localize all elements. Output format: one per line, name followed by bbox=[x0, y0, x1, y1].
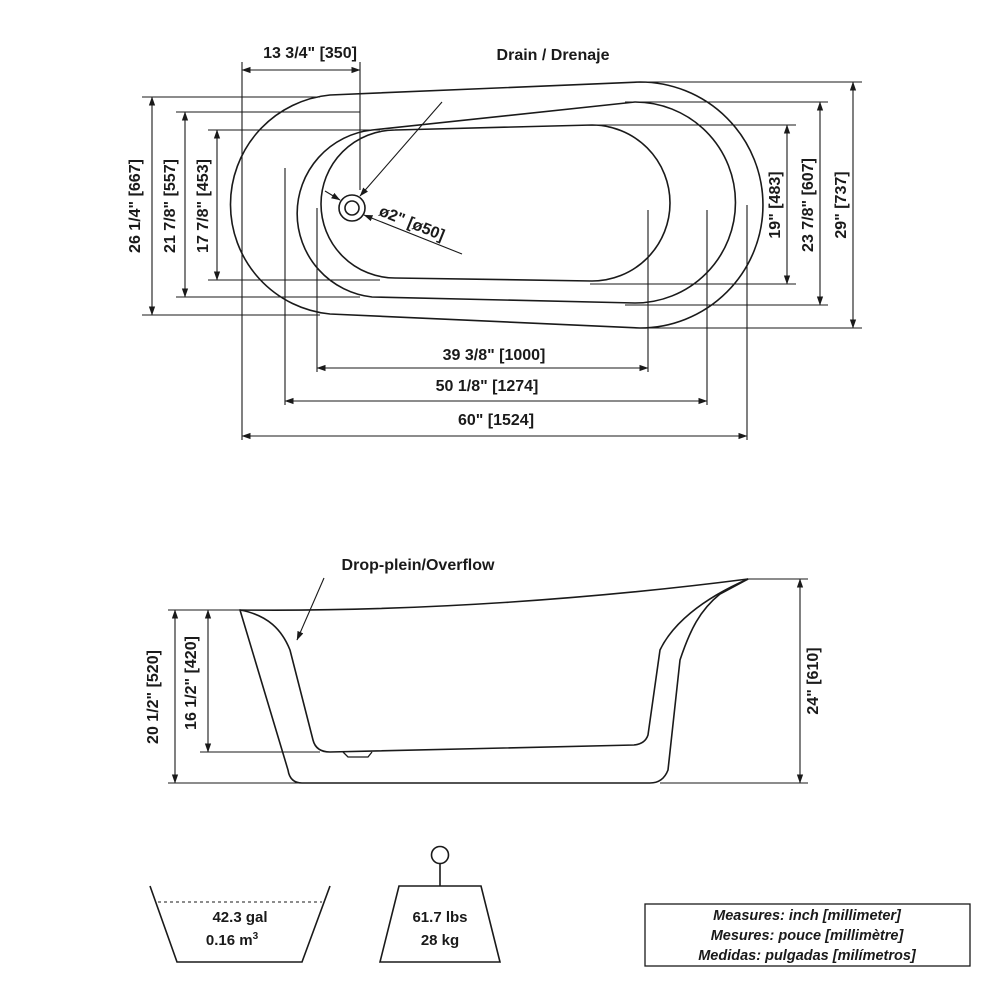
top-view: 13 3/4" [350] Drain / Drenaje ø2" [ø50] … bbox=[127, 45, 862, 440]
inner-basin-outline bbox=[320, 124, 671, 282]
legend-line-en: Measures: inch [millimeter] bbox=[713, 908, 902, 924]
height-total-label: 24" [610] bbox=[805, 647, 822, 714]
capacity-m3-label: 0.16 m3 bbox=[206, 931, 259, 949]
units-legend: Measures: inch [millimeter] Mesures: pou… bbox=[644, 903, 971, 967]
capacity-gal-label: 42.3 gal bbox=[212, 909, 267, 926]
side-inner-profile bbox=[239, 578, 749, 753]
width-outer-label: 29" [737] bbox=[833, 171, 850, 238]
length-inner-label: 39 3/8" [1000] bbox=[443, 347, 546, 364]
side-view: Drop-plein/Overflow 20 1/2" [520] 16 1/2… bbox=[145, 557, 822, 784]
overflow-label: Drop-plein/Overflow bbox=[342, 557, 495, 574]
length-outer-label: 60" [1524] bbox=[458, 412, 534, 429]
height-low-end-label: 20 1/2" [520] bbox=[145, 650, 162, 744]
drain-leader bbox=[359, 101, 443, 197]
legend-line-es: Medidas: pulgadas [milímetros] bbox=[698, 948, 917, 964]
drain-icon bbox=[338, 194, 366, 222]
height-inner-label: 17 7/8" [453] bbox=[195, 159, 212, 253]
drain-dia-arrow-in bbox=[324, 190, 341, 201]
weight-icon: 61.7 lbs 28 kg bbox=[378, 845, 502, 963]
drain-bump bbox=[342, 751, 373, 758]
drain-offset-label: 13 3/4" [350] bbox=[263, 45, 357, 62]
height-outer-label: 26 1/4" [667] bbox=[127, 159, 144, 253]
capacity-icon: 42.3 gal 0.16 m3 bbox=[149, 885, 331, 963]
rim-outline bbox=[296, 101, 737, 304]
overflow-leader bbox=[296, 577, 325, 641]
width-rim-label: 23 7/8" [607] bbox=[800, 158, 817, 252]
height-rim-label: 21 7/8" [557] bbox=[162, 159, 179, 253]
weight-kg-label: 28 kg bbox=[421, 932, 459, 949]
length-rim-label: 50 1/8" [1274] bbox=[436, 378, 539, 395]
legend-line-fr: Mesures: pouce [millimètre] bbox=[711, 928, 905, 944]
depth-inner-label: 16 1/2" [420] bbox=[183, 636, 200, 730]
drain-dia-line bbox=[363, 214, 463, 255]
width-inner-label: 19" [483] bbox=[767, 171, 784, 238]
weight-lbs-label: 61.7 lbs bbox=[412, 909, 467, 926]
drain-label: Drain / Drenaje bbox=[497, 47, 610, 64]
